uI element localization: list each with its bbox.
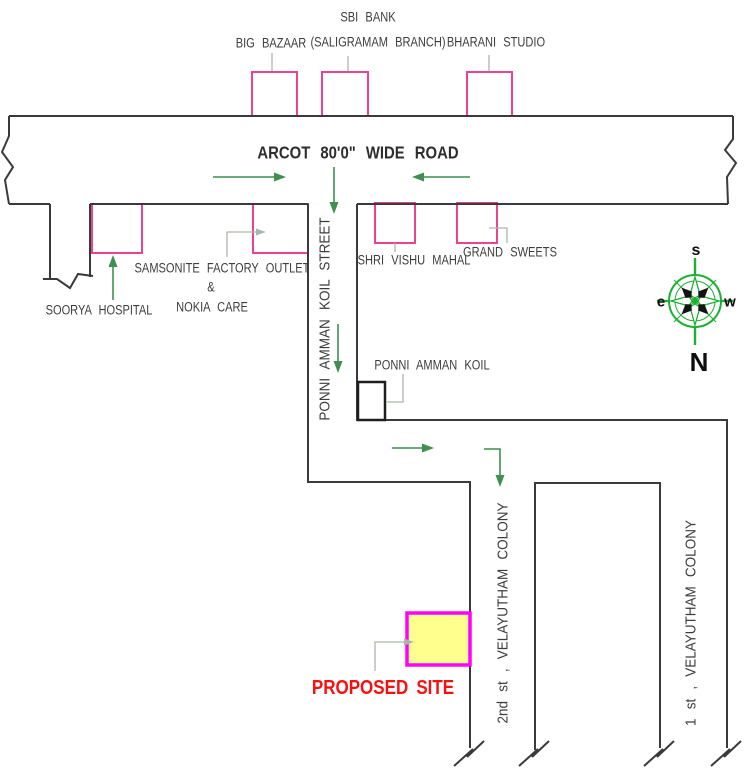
shri-vishu-mahal-building bbox=[374, 202, 416, 244]
arrow-into-ponni-street bbox=[329, 167, 339, 214]
street-break-1st-left bbox=[643, 740, 675, 767]
arrow-to-soorya-hospital bbox=[108, 255, 118, 300]
proposed-site-leader-arrowhead bbox=[404, 638, 414, 646]
sbi-bank-building bbox=[321, 71, 369, 117]
grand-sweets-building bbox=[456, 202, 498, 244]
road-break-left bbox=[0, 116, 15, 205]
soorya-hospital-label: SOORYA HOSPITAL bbox=[45, 302, 153, 318]
samsonite-outlet-building bbox=[252, 203, 309, 254]
street-break-1st-right bbox=[710, 740, 742, 767]
nokia-care-label: NOKIA CARE bbox=[176, 299, 248, 315]
proposed-site-leader bbox=[374, 641, 405, 671]
sbi-bank-label-line2: (SALIGRAMAM BRANCH) bbox=[310, 34, 446, 50]
arcot-road-label: ARCOT 80'0" WIDE ROAD bbox=[257, 142, 459, 163]
traffic-arrows bbox=[108, 167, 505, 487]
colony-block-boundary bbox=[534, 482, 661, 750]
sbi-bank-label-line1: SBI BANK bbox=[340, 9, 396, 25]
side-lane-edges bbox=[49, 204, 91, 278]
grand-sweets-label: GRAND SWEETS bbox=[463, 244, 557, 260]
samsonite-leader bbox=[226, 231, 257, 257]
compass-north-letter: N bbox=[689, 347, 709, 377]
compass-rose bbox=[657, 258, 733, 345]
label-leaders bbox=[226, 53, 508, 671]
road-arrow-eastbound bbox=[213, 172, 286, 182]
street-break-2nd-left bbox=[453, 740, 485, 767]
street-break-2nd-right bbox=[518, 740, 550, 767]
shri-vishu-mahal-label: SHRI VISHU MAHAL bbox=[357, 252, 471, 268]
side-lane-break bbox=[43, 272, 94, 290]
arrow-down-ponni-street bbox=[333, 324, 343, 373]
ponni-amman-koil-building bbox=[356, 380, 387, 422]
arrow-along-cross-street bbox=[392, 443, 434, 453]
ponni-amman-koil-label: PONNI AMMAN KOIL bbox=[374, 357, 490, 373]
bharani-studio-label: BHARANI STUDIO bbox=[446, 34, 546, 50]
samsonite-label-line1: SAMSONITE FACTORY OUTLET bbox=[134, 260, 310, 276]
proposed-site-plot bbox=[405, 611, 472, 667]
proposed-site-label: PROPOSED SITE bbox=[311, 677, 455, 699]
second-street-label: 2nd st , VELAYUTHAM COLONY bbox=[494, 502, 512, 724]
first-street-label: 1 st , VELAYUTHAM COLONY bbox=[682, 520, 700, 726]
buildings bbox=[91, 71, 513, 254]
grand-sweets-leader bbox=[489, 227, 508, 243]
samsonite-label-line2: & bbox=[207, 279, 215, 295]
soorya-hospital-building bbox=[91, 203, 143, 254]
road-arrow-westbound bbox=[412, 172, 470, 182]
compass-west-letter: w bbox=[724, 293, 736, 311]
bharani-studio-building bbox=[466, 71, 513, 117]
koil-leader bbox=[387, 374, 404, 403]
samsonite-leader-arrowhead bbox=[256, 228, 266, 236]
arrow-into-2nd-street bbox=[484, 448, 505, 487]
big-bazaar-building bbox=[251, 71, 298, 117]
compass-center-dot bbox=[691, 297, 699, 305]
compass-east-letter: e bbox=[656, 293, 666, 311]
ponni-street-right-boundary bbox=[356, 204, 728, 748]
compass-diagonal-petals bbox=[681, 287, 709, 315]
ponni-street-label: PONNI AMMAN KOIL STREET bbox=[316, 217, 334, 421]
compass-south-letter: s bbox=[691, 242, 701, 259]
road-break-right bbox=[723, 116, 738, 205]
big-bazaar-label: BIG BAZAAR bbox=[235, 35, 307, 51]
